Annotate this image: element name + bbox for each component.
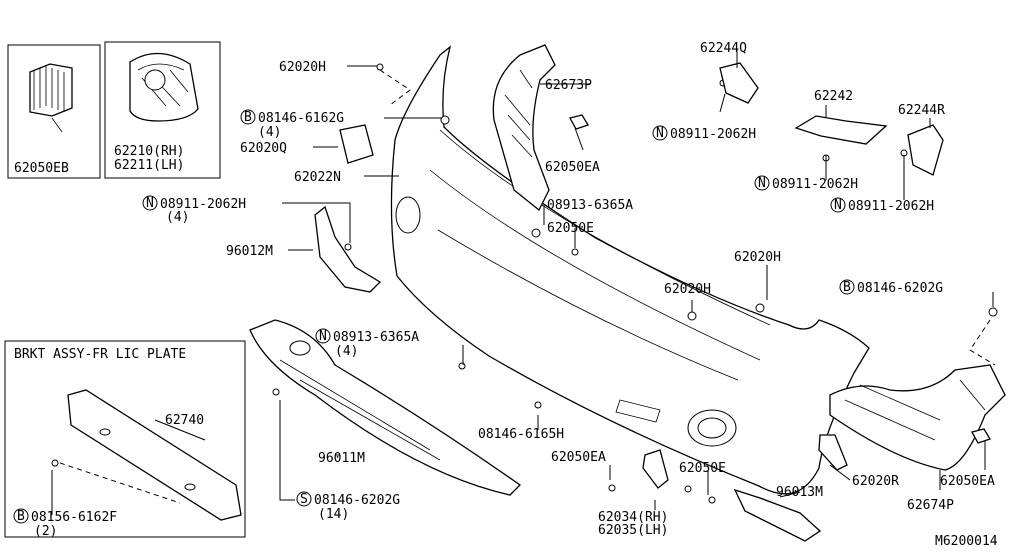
- prefix-n: N: [758, 176, 766, 191]
- label-08156-6162F-qty: (2): [34, 524, 57, 539]
- label-08146-6202G-low: 08146-6202G: [314, 493, 400, 508]
- prefix-b: B: [17, 509, 25, 524]
- prefix-b-icon: [13, 508, 29, 524]
- fog-lamp-bracket-graphic: [129, 52, 199, 122]
- prefix-b-icon: [839, 279, 855, 295]
- label-08911-q: 08911-2062H: [670, 127, 756, 142]
- label-62034: 62034(RH): [598, 510, 668, 525]
- bracket-62673P: [492, 44, 556, 212]
- label-08146-6162G-qty: (4): [258, 125, 281, 140]
- label-62050E-mid: 62050E: [547, 221, 594, 236]
- label-62020Q: 62020Q: [240, 141, 287, 156]
- label-08146-6202G-low-qty: (14): [318, 507, 349, 522]
- label-62022N: 62022N: [294, 170, 341, 185]
- prefix-n: N: [319, 329, 327, 344]
- label-08911-left: 08911-2062H: [160, 197, 246, 212]
- prefix-s-icon: [296, 491, 312, 507]
- label-62050EA-top: 62050EA: [545, 160, 600, 175]
- box-title: BRKT ASSY-FR LIC PLATE: [14, 347, 186, 362]
- label-62050EB: 62050EB: [14, 161, 69, 176]
- label-62740: 62740: [165, 413, 204, 428]
- inset-box-bracket: [104, 41, 221, 179]
- prefix-n-icon: [754, 175, 770, 191]
- label-62673P: 62673P: [545, 78, 592, 93]
- label-62244Q: 62244Q: [700, 41, 747, 56]
- label-96012M: 96012M: [226, 244, 273, 259]
- inset-box-lic-plate: [4, 340, 246, 538]
- prefix-n: N: [834, 198, 842, 213]
- prefix-s: S: [300, 492, 308, 507]
- bracket-62674P: [829, 364, 1006, 471]
- label-62020R: 62020R: [852, 474, 899, 489]
- label-08911-r: 08911-2062H: [848, 199, 934, 214]
- prefix-n: N: [146, 196, 154, 211]
- label-62020H-mid: 62020H: [664, 282, 711, 297]
- bumper-fascia-62022N: [390, 45, 870, 495]
- prefix-n-icon: [830, 197, 846, 213]
- prefix-b: B: [843, 280, 851, 295]
- prefix-b-icon: [240, 109, 256, 125]
- prefix-b: B: [244, 110, 252, 125]
- label-62050EA-low: 62050EA: [551, 450, 606, 465]
- prefix-n-icon: [652, 125, 668, 141]
- prefix-n-icon: [142, 195, 158, 211]
- label-62210: 62210(RH): [114, 144, 184, 159]
- label-08146-6202G-right: 08146-6202G: [857, 281, 943, 296]
- label-62020H-top: 62020H: [279, 60, 326, 75]
- label-62050E-low: 62050E: [679, 461, 726, 476]
- label-62242: 62242: [814, 89, 853, 104]
- label-08913-6365A-top: 08913-6365A: [547, 198, 633, 213]
- label-96013M: 96013M: [776, 485, 823, 500]
- label-08911-left-qty: (4): [166, 210, 189, 225]
- label-62244R: 62244R: [898, 103, 945, 118]
- label-08911-242: 08911-2062H: [772, 177, 858, 192]
- label-62020H-right: 62020H: [734, 250, 781, 265]
- inset-box-clips: [7, 44, 101, 179]
- bracket-96012M: [314, 205, 382, 293]
- label-08146-6165H: 08146-6165H: [478, 427, 564, 442]
- label-08146-6162G: 08146-6162G: [258, 111, 344, 126]
- fastener-marks: [51, 62, 998, 542]
- label-62674P: 62674P: [907, 498, 954, 513]
- label-08913-6365A-low: 08913-6365A: [333, 330, 419, 345]
- reinforcement-96011M: [249, 319, 522, 496]
- diagram-id: M6200014: [935, 534, 998, 549]
- label-62050EA-right: 62050EA: [940, 474, 995, 489]
- prefix-n: N: [656, 126, 664, 141]
- label-08156-6162F: 08156-6162F: [31, 510, 117, 525]
- label-62211: 62211(LH): [114, 158, 184, 173]
- label-08913-6365A-low-qty: (4): [335, 344, 358, 359]
- prefix-n-icon: [315, 328, 331, 344]
- label-96011M: 96011M: [318, 451, 365, 466]
- clip-pack-graphic: [29, 63, 73, 133]
- label-62035: 62035(LH): [598, 523, 668, 538]
- license-plate-62740: [67, 389, 242, 521]
- leader-lines: [51, 50, 996, 515]
